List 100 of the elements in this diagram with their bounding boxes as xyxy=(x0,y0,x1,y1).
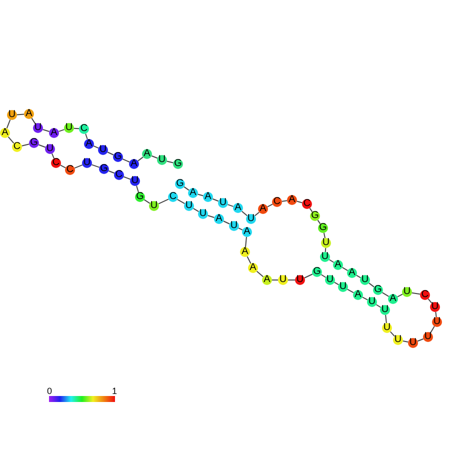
nucleotide-circle: C xyxy=(12,142,22,152)
backbone-line xyxy=(137,156,144,162)
nucleotide-circle: C xyxy=(65,165,75,175)
backbone-line xyxy=(281,200,288,202)
backbone-line xyxy=(317,220,321,224)
backbone-line xyxy=(411,292,421,295)
nucleotide-circle: C xyxy=(272,197,282,207)
nucleotide-circle: G xyxy=(173,159,183,169)
nucleotide-circle: G xyxy=(310,211,320,221)
nucleotide-circle: U xyxy=(157,155,167,165)
backbone-line xyxy=(136,185,139,193)
backbone-line xyxy=(309,208,313,212)
backbone-line xyxy=(58,129,65,132)
nucleotide-circle: A xyxy=(129,159,139,169)
backbone-line xyxy=(390,331,396,337)
nucleotide-circle: C xyxy=(79,124,89,134)
nucleotide-circle: U xyxy=(338,282,348,292)
nucleotide-circle: U xyxy=(325,275,335,285)
backbone-line xyxy=(74,128,80,130)
nucleotide-circle: A xyxy=(248,263,258,273)
nucleotide-circle: U xyxy=(360,275,370,285)
nucleotide-circle: A xyxy=(262,275,272,285)
nucleotide-circle: U xyxy=(229,221,239,231)
nucleotide-circle: U xyxy=(198,209,208,219)
backbone-line xyxy=(254,212,260,216)
nucleotide-circle: A xyxy=(188,188,198,198)
nucleotide-circle: U xyxy=(184,201,194,211)
backbone-line xyxy=(304,274,313,278)
nucleotide-circle: G xyxy=(135,192,145,202)
nucleotide-circle: U xyxy=(7,110,17,120)
backbone-line xyxy=(323,232,326,239)
backbone-line xyxy=(122,158,130,162)
nucleotide-circle: A xyxy=(24,109,34,119)
backbone-line xyxy=(176,198,186,204)
nucleotide-circle: A xyxy=(203,192,213,202)
backbone-line xyxy=(16,114,24,116)
nucleotide-circle: U xyxy=(149,201,159,211)
backbone-line xyxy=(144,199,150,204)
backbone-line xyxy=(227,204,234,207)
nucleotide-circle: U xyxy=(64,123,74,133)
nucleotide-circle: A xyxy=(287,195,297,205)
nucleotide-circle: U xyxy=(45,144,55,154)
nucleotide-circle: G xyxy=(318,223,328,233)
backbone-line xyxy=(256,270,264,278)
backbone-line xyxy=(402,340,409,343)
backbone-line xyxy=(6,119,11,129)
backbone-line xyxy=(324,247,326,253)
nucleotide-circle: A xyxy=(49,128,59,138)
nucleotide-circle: G xyxy=(99,164,109,174)
backbone-line xyxy=(158,198,169,204)
nucleotide-circle: U xyxy=(98,145,108,155)
nucleotide-circle: C xyxy=(114,170,124,180)
nucleotide-circle: A xyxy=(258,204,268,214)
nucleotide-circle: U xyxy=(367,297,377,307)
backbone-line xyxy=(8,136,14,144)
nucleotide-circle: U xyxy=(321,238,331,248)
nucleotide-circle: A xyxy=(142,149,152,159)
nucleotide-circle: U xyxy=(320,252,330,262)
nucleotide-circle: U xyxy=(33,123,43,133)
backbone-line xyxy=(184,186,190,191)
nucleotide-circle: A xyxy=(353,290,363,300)
backbone-line xyxy=(91,164,100,168)
backbone-line xyxy=(51,153,55,159)
nucleotide-circle: U xyxy=(246,214,256,224)
nucleotide-circle: U xyxy=(423,332,433,342)
backbone-line xyxy=(385,314,387,324)
nucleotide-circle: U xyxy=(382,323,392,333)
nucleotide-circle: G xyxy=(312,267,322,277)
nucleotide-circle: U xyxy=(130,176,140,186)
nucleotide-circle: G xyxy=(113,152,123,162)
nucleotide-circle: C xyxy=(168,192,178,202)
nucleotide-circle: G xyxy=(175,179,185,189)
nucleotide-circle: U xyxy=(218,198,228,208)
nucleotide-circle: C xyxy=(302,199,312,209)
backbone-line xyxy=(197,194,204,196)
nucleotide-circle: U xyxy=(430,302,440,312)
backbone-line xyxy=(342,266,348,272)
nucleotide-circle: A xyxy=(388,294,398,304)
nucleotide-circle: C xyxy=(420,290,430,300)
nucleotide-circle: U xyxy=(82,158,92,168)
backbone-line xyxy=(38,144,46,148)
nucleotide-circle: U xyxy=(295,275,305,285)
nucleotide-circle: U xyxy=(432,317,442,327)
nucleotide-circle: G xyxy=(373,285,383,295)
backbone-line xyxy=(428,298,432,304)
nucleotide-circle: A xyxy=(0,128,10,138)
backbone-line xyxy=(296,200,303,204)
scale-label: 1 xyxy=(112,387,118,396)
nucleotide-circle: C xyxy=(51,158,61,168)
nucleotide-circle: A xyxy=(240,247,250,257)
nucleotide-circle: A xyxy=(347,268,357,278)
backbone-line xyxy=(192,208,200,212)
backbone-line xyxy=(435,311,437,318)
nucleotide-circle: U xyxy=(408,338,418,348)
nucleotide-circle: U xyxy=(402,287,412,297)
nucleotide-circle: A xyxy=(333,260,343,270)
nucleotide-circle: U xyxy=(380,305,390,315)
backbone-line xyxy=(368,282,375,288)
backbone-line xyxy=(123,176,131,180)
backbone-line xyxy=(21,144,30,146)
